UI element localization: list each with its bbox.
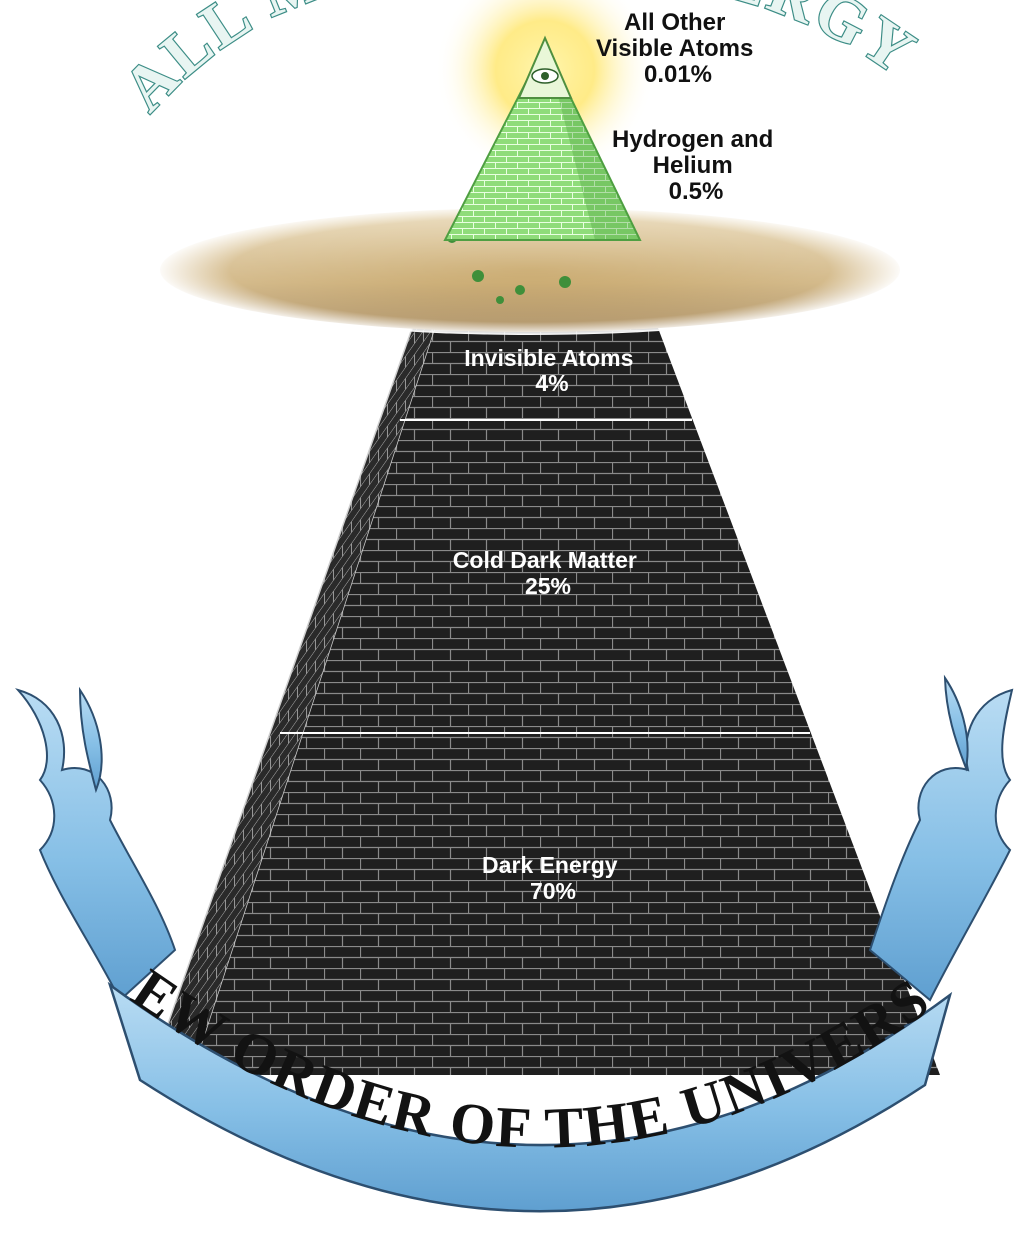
eye-icon — [532, 69, 558, 83]
top-arc-text-left: ALL M — [109, 0, 335, 124]
green-pyramid-label: Hydrogen and Helium 0.5% — [612, 126, 780, 205]
ribbon-left-tail — [18, 690, 175, 1000]
ribbon-right-tail — [870, 678, 1012, 1000]
